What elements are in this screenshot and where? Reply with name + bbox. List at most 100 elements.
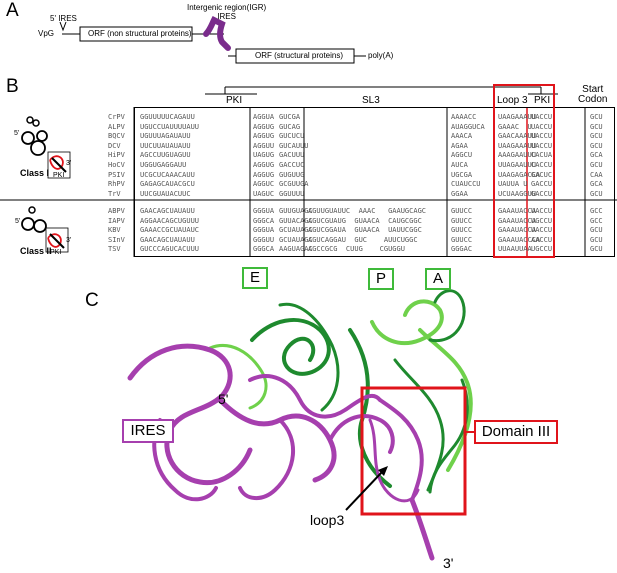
cell-name: IAPV: [108, 216, 125, 225]
cell-c3: GCGUUGA: [279, 180, 309, 189]
header-codon: Codon: [578, 94, 608, 105]
cell-c7: UACCU: [531, 113, 553, 121]
cell-c5: CUAUCCU: [451, 180, 481, 189]
cell-name: KBV: [108, 226, 121, 235]
cell-c6: GAAAUACCA: [498, 207, 536, 215]
cell-c4: AGUCAGGAU GUC AUUCUGGC: [308, 235, 418, 244]
cell-c3: GUCAUUU: [279, 141, 309, 150]
cell-c6: GAAAC U: [498, 122, 532, 131]
cell-c3: GACCUC: [279, 161, 305, 169]
cell-c3: GUUACAGC: [279, 216, 313, 225]
cell-c8: GCU: [590, 132, 603, 141]
cell-c7: UACCU: [531, 132, 553, 141]
cell-name: PSIV: [108, 170, 125, 179]
cell-c1: GGUUUUUCAGAUU: [140, 113, 195, 121]
cell-c6: UUAAUUAA: [498, 245, 532, 254]
igr-label: Intergenic region(IGR) IRES: [187, 3, 266, 21]
cell-c1: GUCCCAGUCACUUU: [140, 245, 200, 254]
cell-c6: UAAGAGACCA: [498, 170, 541, 179]
class1-structure-icon: [21, 116, 71, 179]
cell-c2: GGGUA: [253, 207, 275, 215]
cell-c1: UUCUUAUAUAUU: [140, 141, 191, 150]
cell-c1: GAACAGCUAUAUU: [140, 235, 195, 244]
cell-name: HoCV: [108, 161, 125, 169]
cell-c6: UAAGAAAUU: [498, 141, 536, 150]
class2-structure-icon: [21, 206, 69, 253]
cell-c7: UGCCU: [531, 216, 553, 225]
panel-letter-b: B: [6, 76, 19, 97]
cell-c2: GGGUU: [253, 235, 275, 244]
igr-label-line1: Intergenic region(IGR): [187, 3, 267, 12]
cell-c7: UACCU: [531, 207, 553, 215]
panel-b-header-lines: [205, 86, 558, 95]
class1-pki: PKI: [53, 172, 65, 179]
class2-5prime: 5': [15, 218, 21, 225]
cell-c7: UGCCU: [531, 245, 553, 254]
class1-label: Class I: [20, 168, 50, 178]
site-e-label: E: [242, 267, 268, 289]
class1-5prime: 5': [14, 130, 20, 137]
cell-c3: GUUGUAGC: [279, 207, 313, 215]
cell-c8: GCU: [590, 235, 603, 244]
polya-label: poly(A): [368, 51, 394, 60]
cell-c4: AGCCGCG CUUG CGUGGU: [308, 245, 405, 254]
cell-name: RhPV: [108, 180, 125, 189]
cell-c5: AAAACC: [451, 113, 477, 121]
cell-name: DCV: [108, 141, 121, 150]
panel-letter-a: A: [6, 0, 19, 21]
cell-c8: GCU: [590, 161, 603, 169]
cell-c8: GCU: [590, 141, 603, 150]
header-pki-1: PKI: [226, 95, 243, 106]
cell-c5: AGAA: [451, 141, 468, 150]
cell-c7: UACCU: [531, 122, 553, 131]
cell-c5: GUUCC: [451, 216, 473, 225]
ires-5prime-label: 5': [218, 391, 229, 407]
header-start: Start: [582, 84, 604, 95]
ires-rna: [127, 343, 435, 561]
cell-c5: GUUCC: [451, 226, 473, 235]
cell-c5: AGGCU: [451, 151, 473, 160]
cell-c4: AGUCGGAUA GUAACA UAUUCGGC: [308, 226, 422, 235]
cell-c6: GAAAUACCCA: [498, 235, 541, 244]
cell-name: TSV: [108, 245, 121, 254]
cell-c8: GCA: [590, 180, 603, 189]
cell-c2: AGGUG: [253, 132, 275, 141]
alignment-table-gridlines: [0, 84, 617, 258]
cell-c6: GAACAAAUU: [498, 132, 536, 141]
header-pki-2: PKI: [534, 95, 551, 106]
trna-e: [208, 302, 340, 412]
class1-3prime: 3': [66, 160, 72, 167]
cell-c5: AAACA: [451, 132, 473, 141]
header-sl3: SL3: [362, 95, 380, 106]
cell-c7: UACCU: [531, 226, 553, 235]
cell-c3: GUCUCU: [279, 132, 305, 141]
cell-c7: GACCU: [531, 189, 553, 198]
cell-c2: GGGUA: [253, 226, 275, 235]
cell-c8: GCU: [590, 113, 603, 121]
cell-c2: AGGUG: [253, 161, 275, 169]
cell-c5: AUCA: [451, 161, 468, 169]
cell-c1: GAACAGCUAUAUU: [140, 207, 195, 215]
cell-c7: CACCU: [531, 161, 553, 169]
cell-c6: AAAGAAUUU: [498, 151, 536, 160]
cell-c1: UGUCCUAUUUUAUU: [140, 122, 200, 131]
genome-schematic: [59, 15, 366, 64]
cell-name: CrPV: [108, 113, 125, 121]
cell-c1: GAGAGCAUACGCU: [140, 180, 195, 189]
class2-pki: PKI: [50, 249, 62, 256]
class2-label: Class II: [20, 246, 52, 256]
cell-c5: GUUCC: [451, 207, 473, 215]
cell-c3: AAGUAGAC: [279, 245, 313, 254]
vpg-label: VpG: [38, 29, 55, 38]
cell-c5: GGGAC: [451, 245, 473, 254]
cell-c5: UGCGA: [451, 170, 473, 179]
